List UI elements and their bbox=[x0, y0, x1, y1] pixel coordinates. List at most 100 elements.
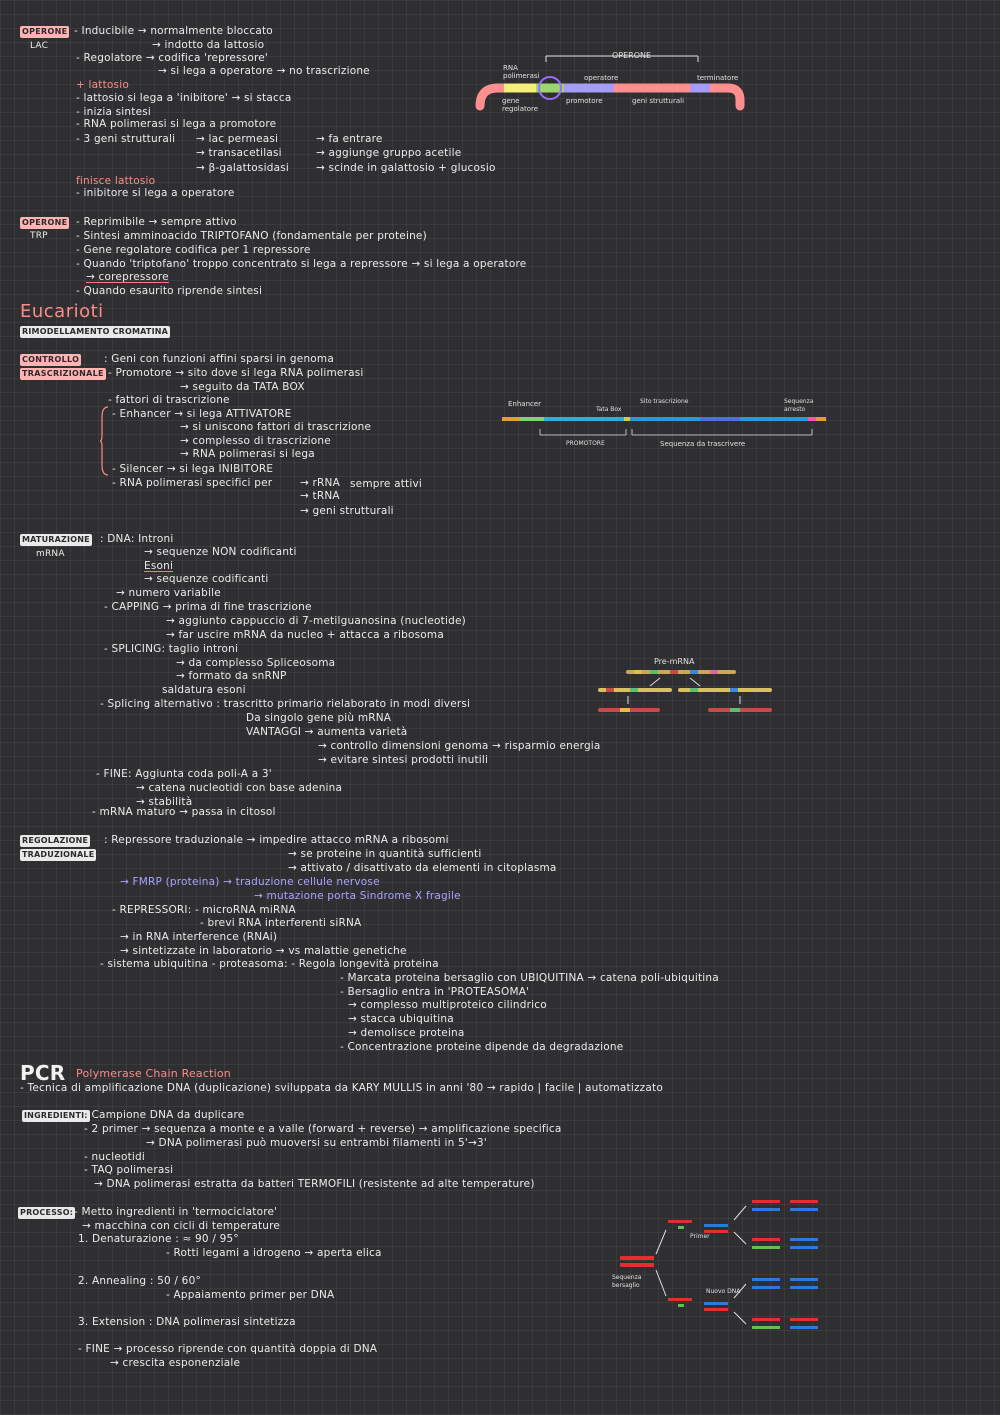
pcr-fullname: Polymerase Chain Reaction bbox=[76, 1067, 231, 1080]
text-line: → controllo dimensioni genoma → risparmi… bbox=[318, 740, 601, 752]
text-line: - RNA polimerasi si lega a promotore bbox=[76, 118, 277, 130]
diagram-label: RNA polimerasi bbox=[503, 64, 540, 80]
text-line: → lac permeasi bbox=[196, 133, 279, 145]
text-line: - 2 primer → sequenza a monte e a valle … bbox=[84, 1123, 562, 1135]
text-line: → tRNA bbox=[300, 490, 340, 502]
text-line: - inibitore si lega a operatore bbox=[76, 187, 235, 199]
diagram-label: operatore bbox=[584, 74, 619, 82]
text-line: → formato da snRNP bbox=[176, 670, 287, 682]
text-line: finisce lattosio bbox=[76, 175, 156, 187]
text-line: 3. Extension : DNA polimerasi sintetizza bbox=[78, 1316, 296, 1328]
text-line: → attivato / disattivato da elementi in … bbox=[288, 862, 557, 874]
pcr-diagram bbox=[620, 1200, 818, 1329]
text-line: → demolisce proteina bbox=[348, 1027, 465, 1039]
splicing-diagram bbox=[598, 670, 772, 712]
diagram-label: gene regolatore bbox=[502, 97, 539, 113]
section-maturazione-subtitle: mRNA bbox=[36, 549, 65, 559]
text-line: - REPRESSORI: - microRNA miRNA bbox=[112, 904, 296, 916]
subsection-title: PROCESSO: bbox=[18, 1207, 76, 1219]
text-line: → transacetilasi bbox=[196, 147, 282, 159]
text-line: Da singolo gene più mRNA bbox=[246, 712, 392, 724]
diagram-label: Enhancer bbox=[508, 400, 542, 408]
text-line: - Enhancer → si lega ATTIVATORE bbox=[112, 408, 292, 420]
text-line: → sintetizzate in laboratorio → vs malat… bbox=[120, 945, 407, 957]
section-maturazione-title: MATURAZIONE bbox=[20, 534, 92, 546]
text-line: Esoni bbox=[144, 560, 174, 572]
text-line: → si lega a operatore → no trascrizione bbox=[158, 65, 370, 77]
text-line: → aggiunge gruppo acetile bbox=[316, 147, 462, 159]
text-line: sempre attivi bbox=[350, 478, 423, 490]
text-line: - Sintesi amminoacido TRIPTOFANO (fondam… bbox=[76, 230, 427, 242]
text-line: - FINE → processo riprende con quantità … bbox=[78, 1343, 378, 1355]
text-line: → si uniscono fattori di trascrizione bbox=[180, 421, 372, 433]
text-line: : Repressore traduzionale → impedire att… bbox=[104, 834, 449, 846]
text-line: → seguito da TATA BOX bbox=[180, 381, 305, 393]
text-line: → corepressore bbox=[86, 271, 169, 283]
diagram-label: Sito trascrizione bbox=[640, 398, 689, 405]
text-line: → β-galattosidasi bbox=[196, 162, 290, 174]
text-line: - Campione DNA da duplicare bbox=[84, 1109, 245, 1121]
text-line: - CAPPING → prima di fine trascrizione bbox=[104, 601, 312, 613]
text-line: - Metto ingredienti in 'termociclatore' bbox=[74, 1206, 278, 1218]
text-line: - Gene regolatore codifica per 1 repress… bbox=[76, 244, 311, 256]
text-line: - Splicing alternativo : trascritto prim… bbox=[100, 698, 471, 710]
text-line: → indotto da lattosio bbox=[152, 39, 265, 51]
diagram-label: Nuovo DNA bbox=[706, 1288, 741, 1295]
text-line: - FINE: Aggiunta coda poli-A a 3' bbox=[96, 768, 272, 780]
text-line: - Tecnica di amplificazione DNA (duplica… bbox=[20, 1082, 663, 1094]
section-operone-lac-title: OPERONE bbox=[20, 26, 70, 38]
text-line: → mutazione porta Sindrome X fragile bbox=[254, 890, 461, 902]
text-line: - Quando esaurito riprende sintesi bbox=[76, 285, 263, 297]
text-line: → crescita esponenziale bbox=[110, 1357, 241, 1369]
text-line: - inizia sintesi bbox=[76, 106, 152, 118]
subsection-title: RIMODELLAMENTO CROMATINA bbox=[20, 326, 171, 338]
text-line: - Promotore → sito dove si lega RNA poli… bbox=[108, 367, 364, 379]
text-line: - 3 geni strutturali bbox=[76, 133, 176, 145]
section-controllo-title: CONTROLLO bbox=[20, 354, 82, 366]
text-line: - Quando 'triptofano' troppo concentrato… bbox=[76, 258, 527, 270]
text-line: - Rotti legami a idrogeno → aperta elica bbox=[166, 1247, 382, 1259]
text-line: → FMRP (proteina) → traduzione cellule n… bbox=[120, 876, 380, 888]
text-line: → macchina con cicli di temperature bbox=[82, 1220, 281, 1232]
text-line: → sequenze codificanti bbox=[144, 573, 269, 585]
text-line: - TAQ polimerasi bbox=[84, 1164, 174, 1176]
text-line: - lattosio si lega a 'inibitore' → si st… bbox=[76, 92, 292, 104]
text-line: → complesso di trascrizione bbox=[180, 435, 331, 447]
text-line: - nucleotidi bbox=[84, 1151, 146, 1163]
text-line: → DNA polimerasi può muoversi su entramb… bbox=[146, 1137, 487, 1149]
diagram-label: Sequenza arresto bbox=[784, 398, 814, 413]
diagram-label: Tata Box bbox=[596, 406, 622, 413]
text-line: saldatura esoni bbox=[162, 684, 246, 696]
subsection-title: INGREDIENTI: bbox=[22, 1110, 90, 1122]
diagram-label: OPERONE bbox=[612, 51, 652, 60]
section-operone-trp-title: OPERONE bbox=[20, 217, 70, 229]
diagram-label: Pre-mRNA bbox=[654, 657, 695, 666]
section-pcr-title: PCR bbox=[20, 1061, 66, 1085]
text-line: → stacca ubiquitina bbox=[348, 1013, 454, 1025]
text-line: - RNA polimerasi specifici per bbox=[112, 477, 273, 489]
text-line: 2. Annealing : 50 / 60° bbox=[78, 1275, 201, 1287]
diagram-label: Sequenza da trascrivere bbox=[660, 440, 746, 448]
text-line: - mRNA maturo → passa in citosol bbox=[92, 806, 276, 818]
text-line: → catena nucleotidi con base adenina bbox=[136, 782, 343, 794]
text-line: - Reprimibile → sempre attivo bbox=[76, 216, 237, 228]
text-line: → in RNA interference (RNAi) bbox=[120, 931, 278, 943]
text-line: 1. Denaturazione : ≈ 90 / 95° bbox=[78, 1233, 239, 1245]
text-line: : DNA: Introni bbox=[100, 533, 174, 545]
diagram-label: PROMOTORE bbox=[566, 440, 605, 447]
text-line: → fa entrare bbox=[316, 133, 383, 145]
text-line: - fattori di trascrizione bbox=[108, 394, 230, 406]
text-line: - Regolatore → codifica 'repressore' bbox=[76, 52, 268, 64]
promoter-diagram bbox=[502, 417, 826, 436]
text-line: → numero variabile bbox=[116, 587, 221, 599]
text-line: → geni strutturali bbox=[300, 505, 394, 517]
text-line: → se proteine in quantità sufficienti bbox=[288, 848, 482, 860]
text-line: - Marcata proteina bersaglio con UBIQUIT… bbox=[340, 972, 719, 984]
text-line: - Bersaglio entra in 'PROTEASOMA' bbox=[340, 986, 530, 998]
brace bbox=[100, 406, 109, 476]
text-line: → da complesso Spliceosoma bbox=[176, 657, 336, 669]
operone-diagram bbox=[475, 55, 745, 111]
text-line: → stabilità bbox=[136, 796, 193, 808]
section-operone-trp-subtitle: TRP bbox=[30, 231, 48, 241]
text-line: - Silencer → si lega INIBITORE bbox=[112, 463, 274, 475]
